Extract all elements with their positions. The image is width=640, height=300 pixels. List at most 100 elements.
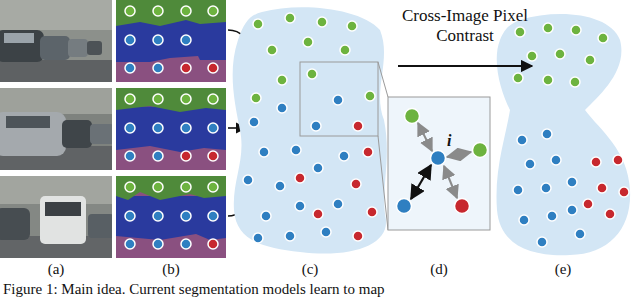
pixel-dot	[397, 199, 412, 214]
pixel-dot	[208, 151, 218, 161]
pixel-dot	[351, 179, 361, 189]
pixel-dot	[125, 211, 135, 221]
car-region	[116, 18, 226, 62]
pixel-dot	[547, 211, 557, 221]
road-region	[116, 88, 226, 170]
pixel-dot	[303, 37, 313, 47]
pixel-dot	[275, 181, 285, 191]
vegetation-region	[116, 0, 226, 26]
car-window	[6, 116, 50, 128]
pixel-dot	[208, 94, 218, 104]
pixel-dot	[153, 211, 163, 221]
pixel-dot	[367, 207, 377, 217]
pixel-dot	[575, 229, 585, 239]
pixel-dot	[551, 155, 561, 165]
pixel-dot	[125, 151, 135, 161]
anchor-label: i	[447, 132, 451, 150]
pixel-dot	[340, 45, 350, 55]
pixel-dot	[181, 151, 191, 161]
pixel-dot	[181, 94, 191, 104]
road-region	[116, 176, 226, 258]
pixel-dot	[208, 6, 218, 16]
car	[90, 124, 112, 144]
pixel-dot	[537, 237, 547, 247]
street-photo	[0, 176, 112, 258]
pixel-dot	[519, 215, 529, 225]
pixel-dot	[585, 55, 595, 65]
pixel-dot	[125, 123, 135, 133]
building	[0, 88, 112, 114]
pixel-dot	[125, 182, 135, 192]
photo-ground	[0, 0, 112, 82]
pixel-dot	[181, 239, 191, 249]
pixel-dot	[251, 93, 261, 103]
pixel-dot	[513, 185, 523, 195]
pixel-dot	[517, 135, 527, 145]
pixel-dot	[339, 151, 349, 161]
pixel-dot	[208, 63, 218, 73]
pixel-dot	[208, 211, 218, 221]
road-region	[116, 0, 226, 82]
pixel-dot	[277, 103, 287, 113]
car-region	[116, 106, 226, 152]
pixel-dot	[543, 75, 553, 85]
pixel-dot	[125, 6, 135, 16]
pixel-dot	[525, 159, 535, 169]
pixel-dot	[598, 33, 608, 43]
pixel-dot	[321, 227, 331, 237]
car-region	[116, 196, 226, 240]
car	[0, 208, 30, 240]
pixel-dot	[567, 205, 577, 215]
pixel-dot	[291, 145, 301, 155]
pixel-dot	[153, 123, 163, 133]
pixel-dot	[181, 63, 191, 73]
pixel-dot	[253, 19, 263, 29]
pixel-dot	[431, 151, 446, 166]
pixel-dot	[365, 91, 375, 101]
street-photo	[0, 0, 112, 82]
car	[88, 214, 112, 238]
repel-arrow	[418, 123, 432, 151]
pixel-dot	[455, 199, 470, 214]
pixel-dot	[591, 157, 601, 167]
pixel-dot	[473, 143, 488, 158]
pixel-dot	[277, 75, 287, 85]
panel-label: (b)	[162, 261, 180, 278]
pixel-dot	[570, 77, 580, 87]
pixel-dot	[555, 49, 565, 59]
pixel-dot	[543, 23, 553, 33]
pixel-dot	[333, 199, 343, 209]
pixel-dot	[597, 183, 607, 193]
pixel-dot	[605, 209, 615, 219]
pixel-dot	[261, 211, 271, 221]
zoom-line	[378, 136, 388, 230]
car-window	[4, 33, 34, 43]
road	[0, 60, 112, 82]
embedding-space	[233, 7, 387, 253]
pixel-dot	[125, 35, 135, 45]
pixel-dot	[125, 94, 135, 104]
pixel-dot	[405, 109, 420, 124]
panel-label: (c)	[302, 261, 319, 278]
van	[40, 196, 86, 244]
segmentation-mask	[116, 0, 226, 82]
pixel-dot	[313, 163, 323, 173]
zoom-line	[378, 62, 388, 97]
street-photo	[0, 88, 112, 170]
pixel-dot	[571, 25, 581, 35]
pixel-dot	[541, 183, 551, 193]
pixel-dot	[153, 182, 163, 192]
pixel-dot	[208, 123, 218, 133]
pixel-dot	[285, 13, 295, 23]
segmentation-mask	[116, 88, 226, 170]
pixel-dot	[285, 231, 295, 241]
pixel-dot	[295, 201, 305, 211]
pixel-dot	[153, 94, 163, 104]
zoom-square	[300, 62, 378, 136]
pixel-dot	[333, 95, 343, 105]
pixel-dot	[125, 239, 135, 249]
vegetation-region	[116, 176, 226, 200]
pixel-dot	[515, 27, 525, 37]
panel-label: (e)	[555, 261, 572, 278]
